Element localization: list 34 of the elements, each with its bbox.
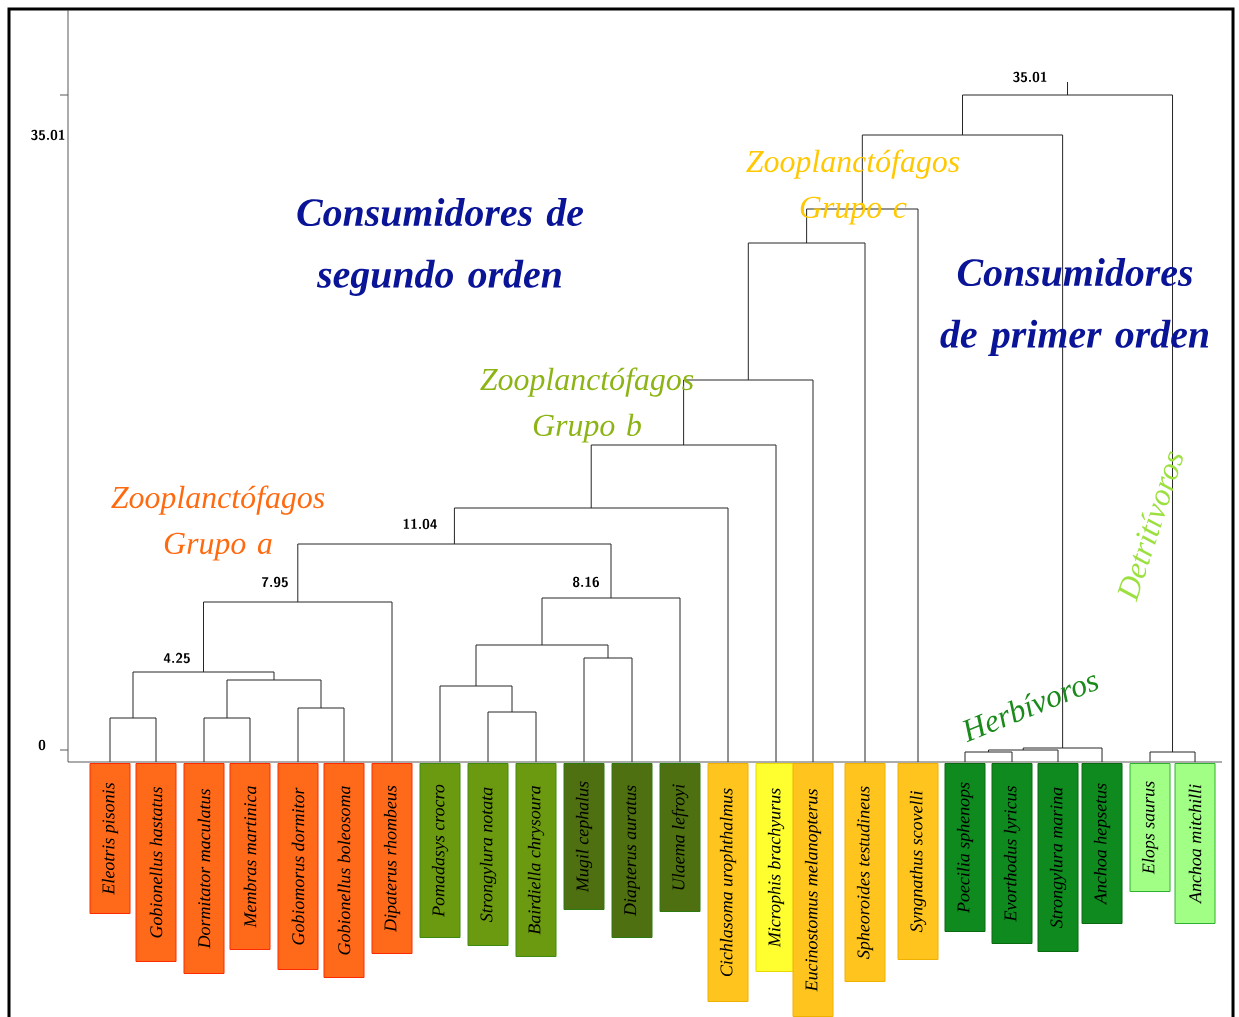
species-box: Anchoa mitchilli	[1174, 763, 1216, 924]
species-box: Poecilia sphenops	[944, 763, 986, 932]
species-box: Strongylura notata	[467, 763, 509, 946]
group-label: Zooplanctófagos Grupo b	[480, 367, 694, 443]
distance-value: 0	[38, 739, 46, 751]
species-box: Pomadasys crocro	[419, 763, 461, 938]
species-box: Evorthodus lyricus	[991, 763, 1033, 944]
species-box: Eucinostomus melanopterus	[792, 763, 834, 1017]
species-box: Dipaterus rhombeus	[371, 763, 413, 954]
distance-value: 4.25	[163, 652, 190, 664]
species-box: Strongylura marina	[1037, 763, 1079, 952]
species-box: Gobionellus hastatus	[135, 763, 177, 962]
distance-value: 35.01	[31, 129, 65, 141]
species-box: Gobionellus boleosoma	[323, 763, 365, 978]
distance-value: 35.01	[1013, 71, 1047, 83]
species-box: Elops saurus	[1129, 763, 1171, 892]
species-box: Spheoroides testudineus	[844, 763, 886, 982]
group-heading: Consumidores de segundo orden	[297, 198, 584, 296]
distance-value: 11.04	[403, 518, 438, 530]
distance-value: 8.16	[573, 576, 599, 588]
distance-value: 7.95	[262, 576, 288, 588]
group-label: Zooplanctófagos Grupo a	[111, 485, 325, 561]
species-box: Bairdiella chrysoura	[515, 763, 557, 957]
species-box: Ulaema lefroyi	[659, 763, 701, 912]
species-box: Gobiomorus dormitor	[277, 763, 319, 970]
species-box: Eleotris pisonis	[89, 763, 131, 914]
species-box: Membras martinica	[229, 763, 271, 950]
species-box: Dormitator maculatus	[183, 763, 225, 974]
species-box: Mugil cephalus	[563, 763, 605, 910]
species-box: Syngnathus scovelli	[897, 763, 939, 960]
species-box: Cichlasoma urophthalmus	[707, 763, 749, 1002]
species-box: Diapterus auratus	[611, 763, 653, 938]
species-box: Microphis brachyurus	[755, 763, 797, 972]
species-box: Anchoa hepsetus	[1081, 763, 1123, 924]
